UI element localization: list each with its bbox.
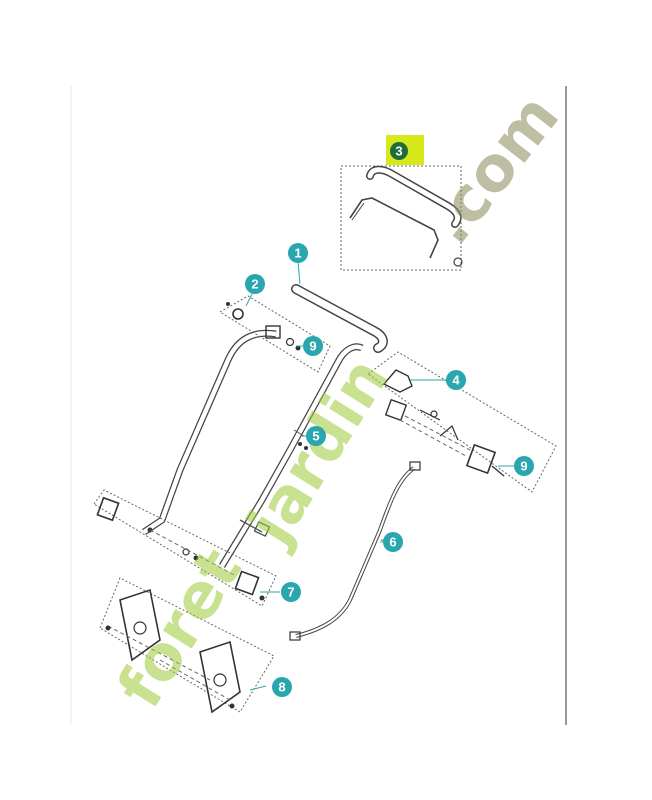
main-handle-frame (142, 284, 388, 568)
callout-7-number: 7 (287, 585, 294, 600)
callout-3: 3 (386, 135, 424, 165)
callout-9-upper-number: 9 (309, 339, 316, 354)
part-5-bolts (293, 429, 308, 450)
callout-2: 2 (245, 274, 265, 294)
callout-6: 6 (383, 532, 403, 552)
callout-1-number: 1 (294, 246, 301, 261)
callout-9-lower: 9 (514, 456, 534, 476)
callout-6-number: 6 (389, 535, 396, 550)
watermark-text-part2: jardin (231, 345, 402, 559)
callout-5-number: 5 (312, 429, 319, 444)
callout-1: 1 (288, 243, 308, 263)
callout-4: 4 (446, 370, 466, 390)
group-8-brackets (99, 577, 275, 714)
callout-3-circle (390, 142, 408, 160)
watermark: foret jardin .com (103, 80, 573, 720)
group-2-fasteners (219, 295, 331, 373)
callout-4-number: 4 (452, 373, 460, 388)
callout-2-number: 2 (251, 277, 258, 292)
group-4-control-assembly (367, 351, 557, 493)
callout-5: 5 (306, 426, 326, 446)
watermark-text-part3: .com (412, 80, 573, 257)
lower-left-mount (93, 489, 277, 607)
callout-8-number: 8 (278, 680, 285, 695)
callout-9-upper: 9 (303, 336, 323, 356)
callout-9-lower-number: 9 (520, 459, 527, 474)
group-3-upper-handle (340, 165, 463, 271)
callout-7: 7 (281, 582, 301, 602)
callout-8: 8 (272, 677, 292, 697)
callout-3-number: 3 (395, 144, 402, 159)
